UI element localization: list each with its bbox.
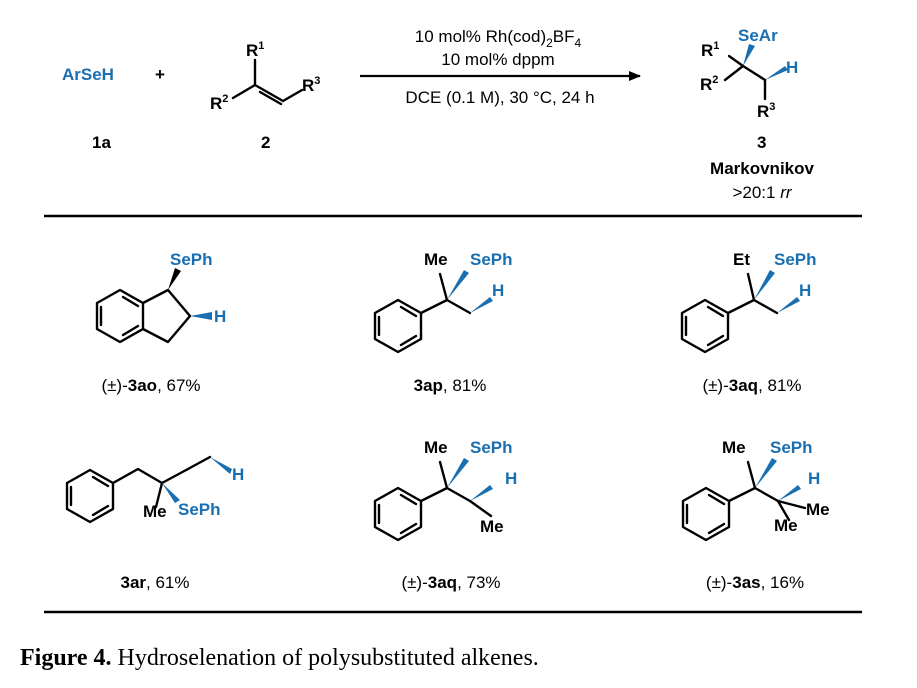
wedge-bond — [743, 44, 755, 66]
product-structure: SeAr R1 R2 H R3 — [700, 26, 798, 121]
product-id: 3 — [757, 133, 766, 152]
alkene-structure: R1 R2 R3 — [210, 40, 320, 113]
r2-label: R2 — [210, 93, 228, 113]
svg-text:Me: Me — [722, 438, 746, 457]
compound-3as: Me SePh H Me Me — [681, 438, 830, 542]
compound-3aq-methyl-label: (±)-3aq, 73% — [401, 573, 500, 592]
reactant1-id: 1a — [92, 133, 111, 152]
svg-text:SePh: SePh — [770, 438, 813, 457]
figure-caption: Figure 4. Hydroselenation of polysubstit… — [20, 645, 539, 671]
svg-text:H: H — [786, 58, 798, 77]
svg-text:Me: Me — [424, 438, 448, 457]
svg-text:H: H — [232, 465, 244, 484]
svg-text:H: H — [799, 281, 811, 300]
conditions-line-3: DCE (0.1 M), 30 °C, 24 h — [405, 88, 594, 107]
svg-text:SePh: SePh — [170, 250, 213, 269]
compound-3ao-label: (±)-3ao, 67% — [101, 376, 200, 395]
reactant-arseh: ArSeH — [62, 65, 114, 84]
svg-text:R2: R2 — [700, 74, 718, 94]
compound-3aq-ethyl-label: (±)-3aq, 81% — [702, 376, 801, 395]
svg-text:R3: R3 — [757, 101, 775, 121]
svg-text:SePh: SePh — [470, 250, 513, 269]
conditions-line-2: 10 mol% dppm — [441, 50, 554, 69]
svg-text:Me: Me — [480, 517, 504, 536]
compound-3aq-methyl: Me SePh H Me — [373, 438, 517, 542]
rr-ratio: >20:1 rr — [732, 183, 792, 202]
svg-text:Me: Me — [424, 250, 448, 269]
compound-3ar-label: 3ar, 61% — [120, 573, 189, 592]
svg-text:Me: Me — [774, 516, 798, 535]
r3-label: R3 — [302, 75, 320, 95]
svg-text:R1: R1 — [701, 40, 719, 60]
compound-3ao: SePh H — [95, 250, 226, 344]
compound-3ap: Me SePh H — [373, 250, 513, 354]
svg-text:H: H — [505, 469, 517, 488]
compound-3aq-ethyl: Et SePh H — [680, 250, 817, 354]
reaction-scheme: ArSeH + 1a R1 R2 R3 2 10 mol% Rh(cod)2BF… — [62, 26, 815, 202]
svg-text:Me: Me — [143, 502, 167, 521]
compound-3as-label: (±)-3as, 16% — [706, 573, 804, 592]
r1-label: R1 — [246, 40, 264, 60]
svg-text:SePh: SePh — [178, 500, 221, 519]
svg-text:Me: Me — [806, 500, 830, 519]
compound-3ap-label: 3ap, 81% — [414, 376, 487, 395]
svg-text:SeAr: SeAr — [738, 26, 778, 45]
plus-sign: + — [155, 65, 165, 84]
svg-text:H: H — [214, 307, 226, 326]
compound-3ar: H Me SePh — [65, 455, 244, 524]
svg-text:H: H — [492, 281, 504, 300]
conditions-line-1: 10 mol% Rh(cod)2BF4 — [415, 27, 582, 50]
reactant2-id: 2 — [261, 133, 270, 152]
svg-text:SePh: SePh — [774, 250, 817, 269]
svg-text:SePh: SePh — [470, 438, 513, 457]
markovnikov-label: Markovnikov — [710, 159, 814, 178]
svg-text:H: H — [808, 469, 820, 488]
svg-text:Et: Et — [733, 250, 750, 269]
